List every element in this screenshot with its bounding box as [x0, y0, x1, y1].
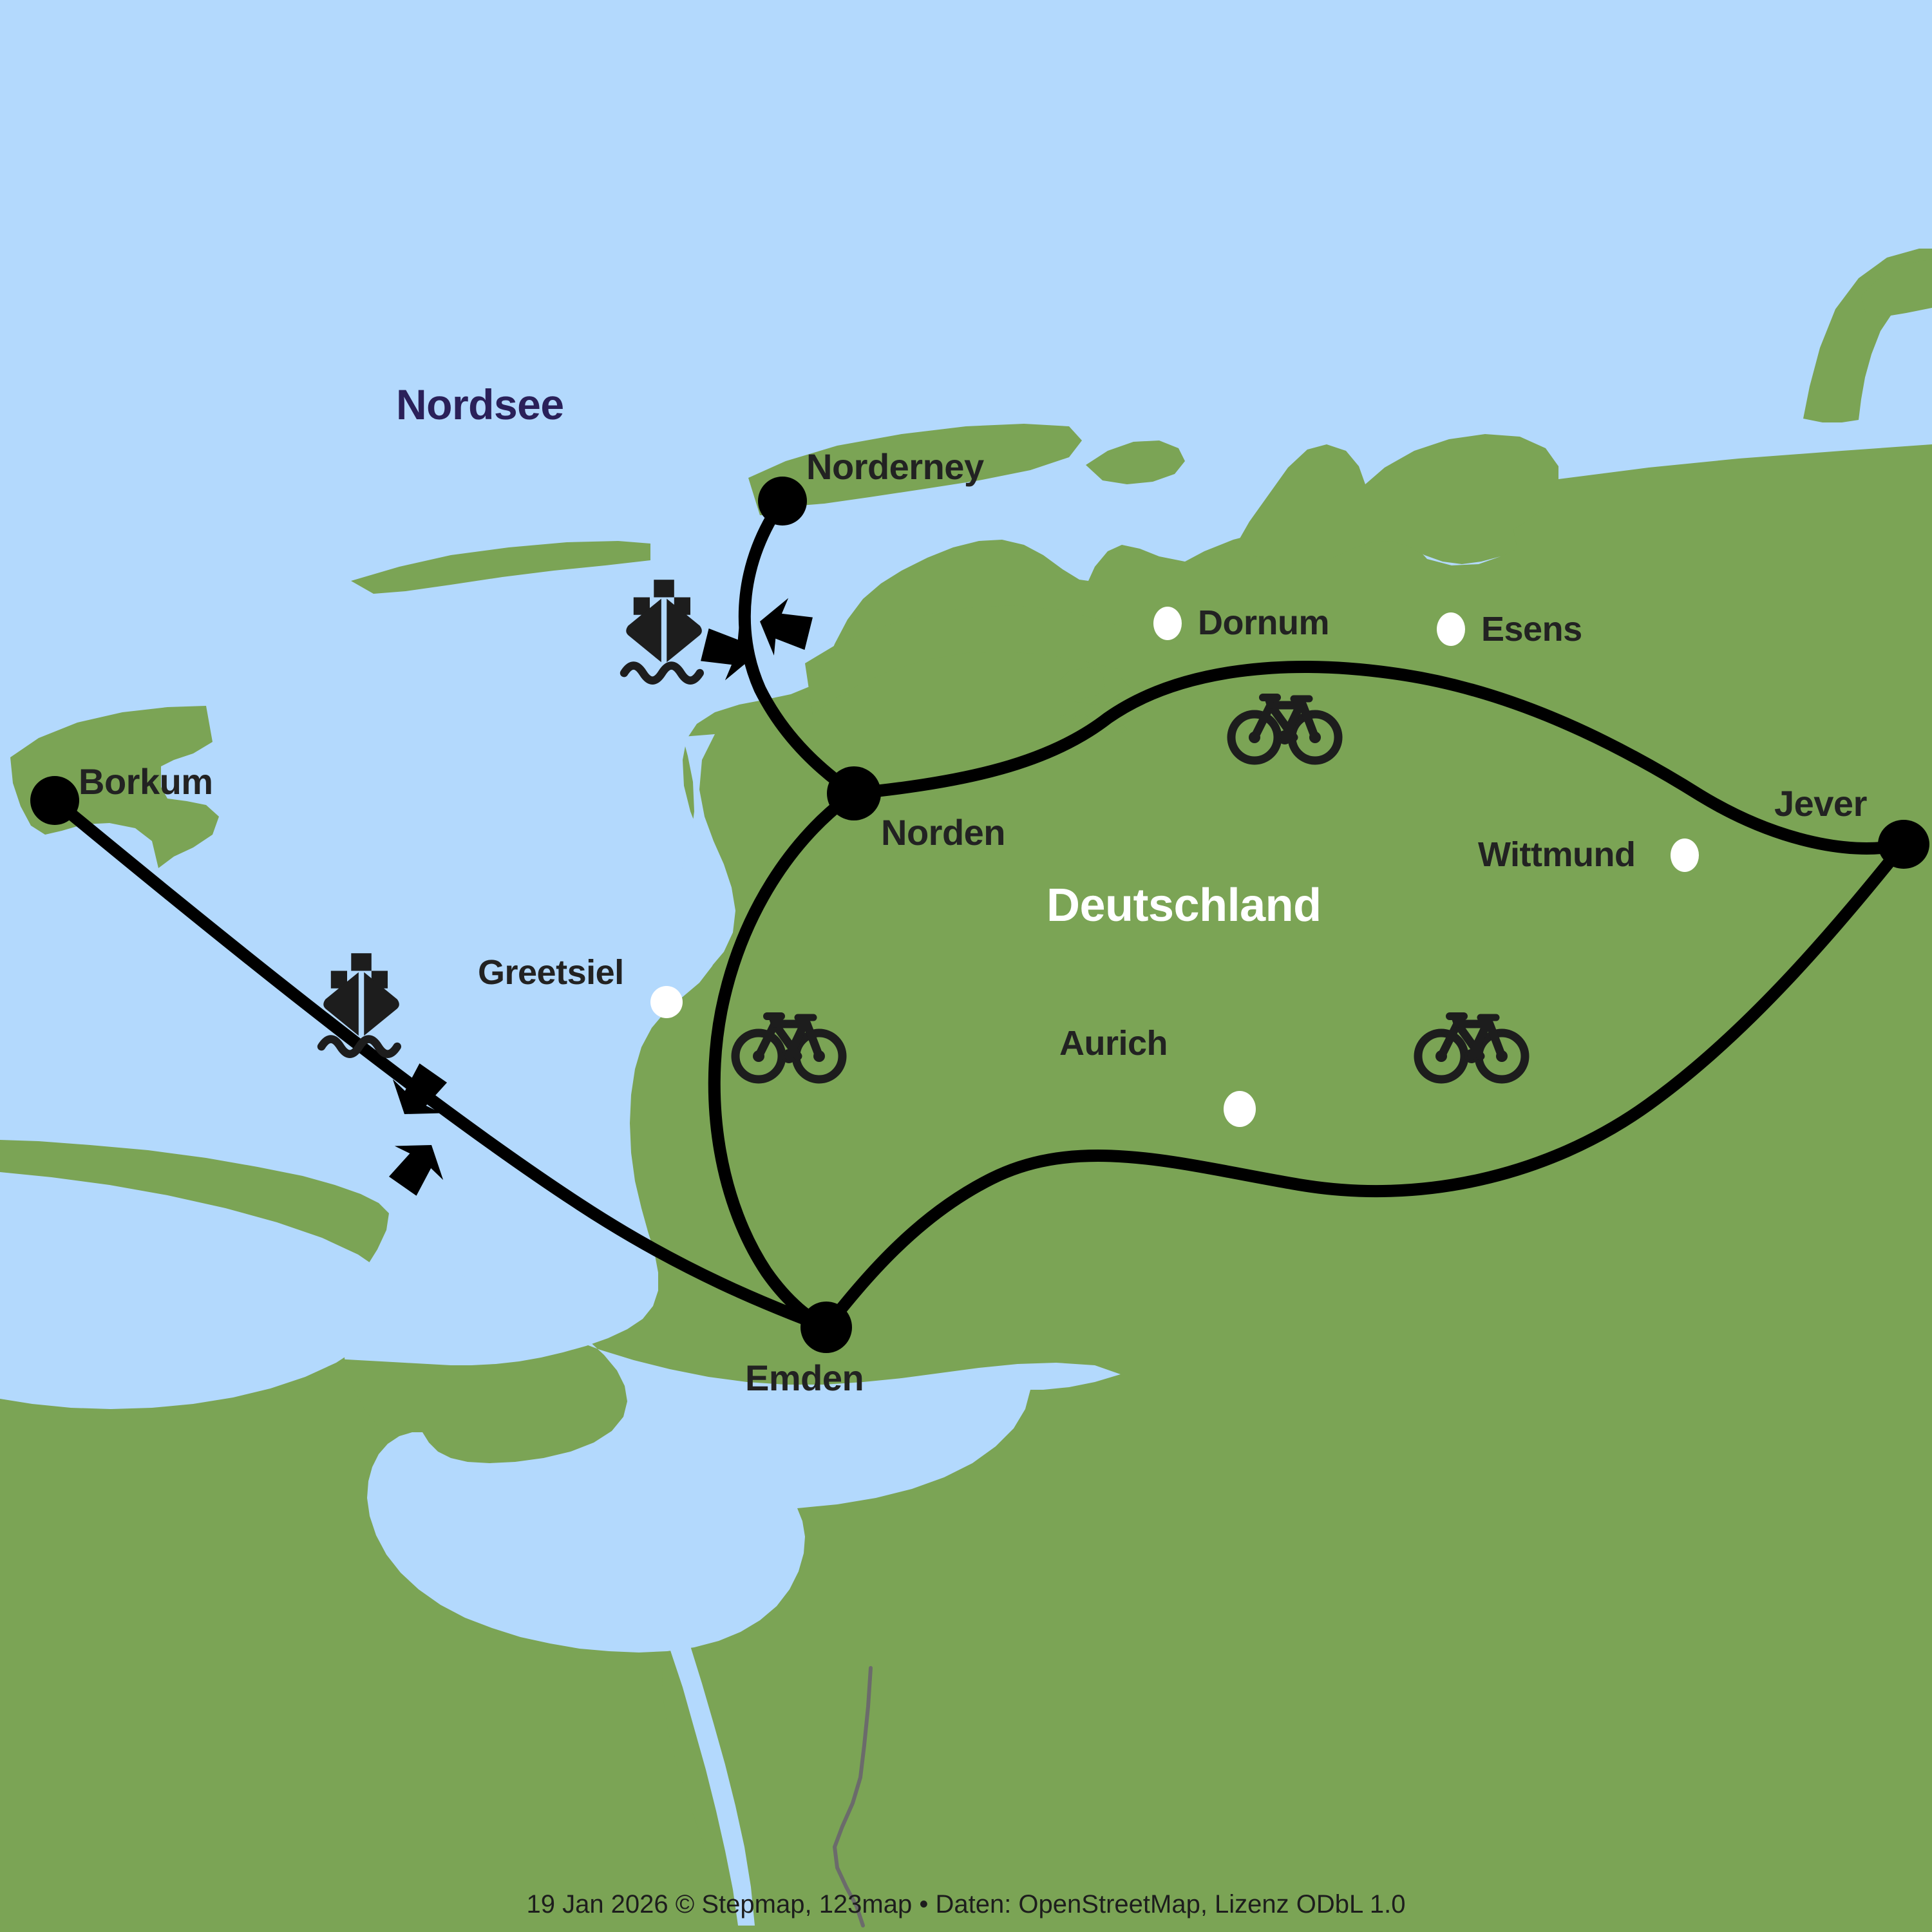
sea-label-nordsee: Nordsee	[396, 381, 564, 428]
town-marker-aurich[interactable]	[1224, 1091, 1256, 1127]
town-marker-dornum[interactable]	[1153, 607, 1182, 640]
label-norden[interactable]: Norden	[881, 812, 1006, 853]
dollart-water	[0, 1172, 394, 1409]
route-borkum-emden[interactable]	[48, 794, 833, 1334]
arrowhead-se-borkum	[392, 1063, 448, 1114]
route-nodes-group	[30, 477, 1929, 1353]
island-baltrum-real	[1086, 440, 1185, 484]
island-blob-sw	[1073, 728, 1075, 730]
leybucht-inlet	[650, 734, 735, 1001]
bicycle-icon-west[interactable]	[731, 1012, 847, 1084]
bicycle-icon-south[interactable]	[1414, 1012, 1530, 1084]
label-aurich[interactable]: Aurich	[1059, 1024, 1168, 1063]
label-dornum[interactable]: Dornum	[1198, 603, 1329, 642]
country-border-line	[832, 1666, 873, 1927]
label-jever[interactable]: Jever	[1774, 783, 1867, 824]
town-markers-group	[650, 607, 1699, 1127]
island-sw-of-langeoog	[1059, 667, 1105, 699]
country-label-deutschland: Deutschland	[1046, 880, 1321, 931]
ferry-icon-norderney[interactable]	[620, 580, 704, 685]
route-norden-emden[interactable]	[708, 787, 860, 1334]
route-arrowheads-group	[388, 598, 813, 1196]
route-node-norderney[interactable]	[758, 477, 807, 526]
transport-icons-group	[317, 580, 1530, 1084]
label-emden[interactable]: Emden	[745, 1358, 864, 1398]
town-marker-wittmund[interactable]	[1671, 838, 1699, 872]
label-greetsiel[interactable]: Greetsiel	[478, 953, 624, 992]
bicycle-icon-north[interactable]	[1227, 694, 1343, 765]
ferry-icon-borkum[interactable]	[317, 953, 401, 1058]
ems-estuary-water	[367, 1211, 1121, 1653]
island-borkum	[10, 706, 219, 868]
island-juist	[351, 541, 650, 594]
label-esens[interactable]: Esens	[1481, 610, 1582, 649]
route-lines-group	[48, 495, 1910, 1334]
route-node-norden[interactable]	[827, 766, 881, 820]
arrowhead-nw-borkum	[388, 1145, 444, 1196]
route-norden-jever[interactable]	[848, 661, 1910, 855]
island-langeoog	[1234, 434, 1558, 564]
route-node-emden[interactable]	[800, 1302, 852, 1353]
north-coast-wedge	[805, 605, 1121, 715]
island-wangerooge	[1861, 259, 1932, 317]
label-borkum[interactable]: Borkum	[79, 761, 213, 802]
route-node-borkum[interactable]	[30, 776, 79, 825]
island-norderney	[748, 424, 1082, 515]
map-attribution: 19 Jan 2026 © Stepmap, 123map • Daten: O…	[526, 1890, 1406, 1918]
route-jever-emden[interactable]	[820, 838, 1910, 1334]
island-isle-d	[1118, 725, 1127, 733]
route-node-jever[interactable]	[1878, 820, 1929, 869]
island-isle-a	[1079, 714, 1088, 721]
arrowhead-up-norderney	[701, 623, 753, 681]
town-marker-esens[interactable]	[1437, 612, 1465, 646]
island-cluster-left	[1060, 714, 1075, 721]
label-wittmund[interactable]: Wittmund	[1478, 835, 1636, 874]
route-norderney-norden[interactable]	[738, 495, 860, 800]
arrowhead-down-norderney	[760, 598, 813, 656]
label-norderney[interactable]: Norderney	[806, 446, 984, 487]
town-marker-greetsiel[interactable]	[650, 986, 683, 1018]
ems-river-channel	[670, 1646, 755, 1926]
